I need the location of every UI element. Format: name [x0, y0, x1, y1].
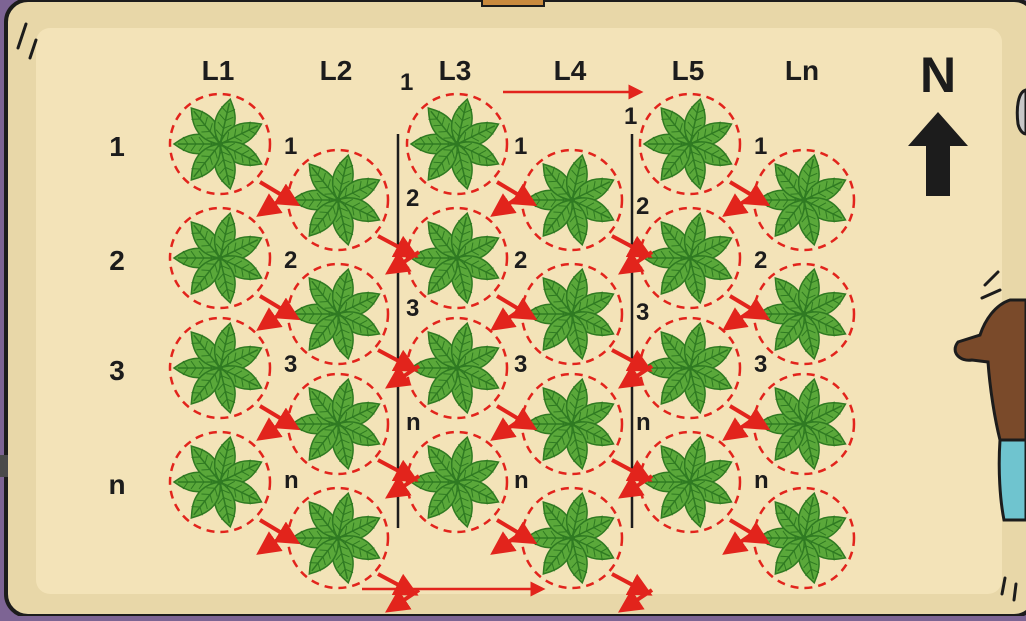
path-step-label: 2: [636, 193, 649, 220]
path-step-label: 1: [754, 133, 767, 160]
column-label: Ln: [785, 55, 819, 86]
path-step-label: 3: [636, 299, 649, 326]
path-step-label: n: [284, 467, 299, 494]
column-label: L3: [439, 55, 472, 86]
column-label: L2: [320, 55, 353, 86]
path-step-label: n: [636, 409, 651, 436]
column-label: L4: [554, 55, 587, 86]
path-step-label: n: [514, 467, 529, 494]
path-step-label: 1: [514, 133, 527, 160]
path-step-label: 3: [514, 351, 527, 378]
column-label: L5: [672, 55, 705, 86]
pencil-icon: [1017, 90, 1026, 134]
path-step-label: 3: [406, 295, 419, 322]
path-step-label: 1: [624, 103, 637, 130]
path-step-label: 2: [284, 247, 297, 274]
path-step-label: 1: [400, 69, 413, 96]
compass-label: N: [920, 47, 956, 103]
left-handle: [0, 455, 8, 477]
path-step-label: 2: [754, 247, 767, 274]
column-label: L1: [202, 55, 235, 86]
path-step-label: n: [406, 409, 421, 436]
board-top-clip: [482, 0, 544, 6]
path-step-label: 1: [284, 133, 297, 160]
row-label: n: [108, 469, 125, 500]
row-label: 1: [109, 131, 125, 162]
path-step-label: 2: [514, 247, 527, 274]
path-step-label: 2: [406, 185, 419, 212]
row-label: 2: [109, 245, 125, 276]
path-step-label: n: [754, 467, 769, 494]
row-label: 3: [109, 355, 125, 386]
path-step-label: 3: [284, 351, 297, 378]
path-step-label: 3: [754, 351, 767, 378]
